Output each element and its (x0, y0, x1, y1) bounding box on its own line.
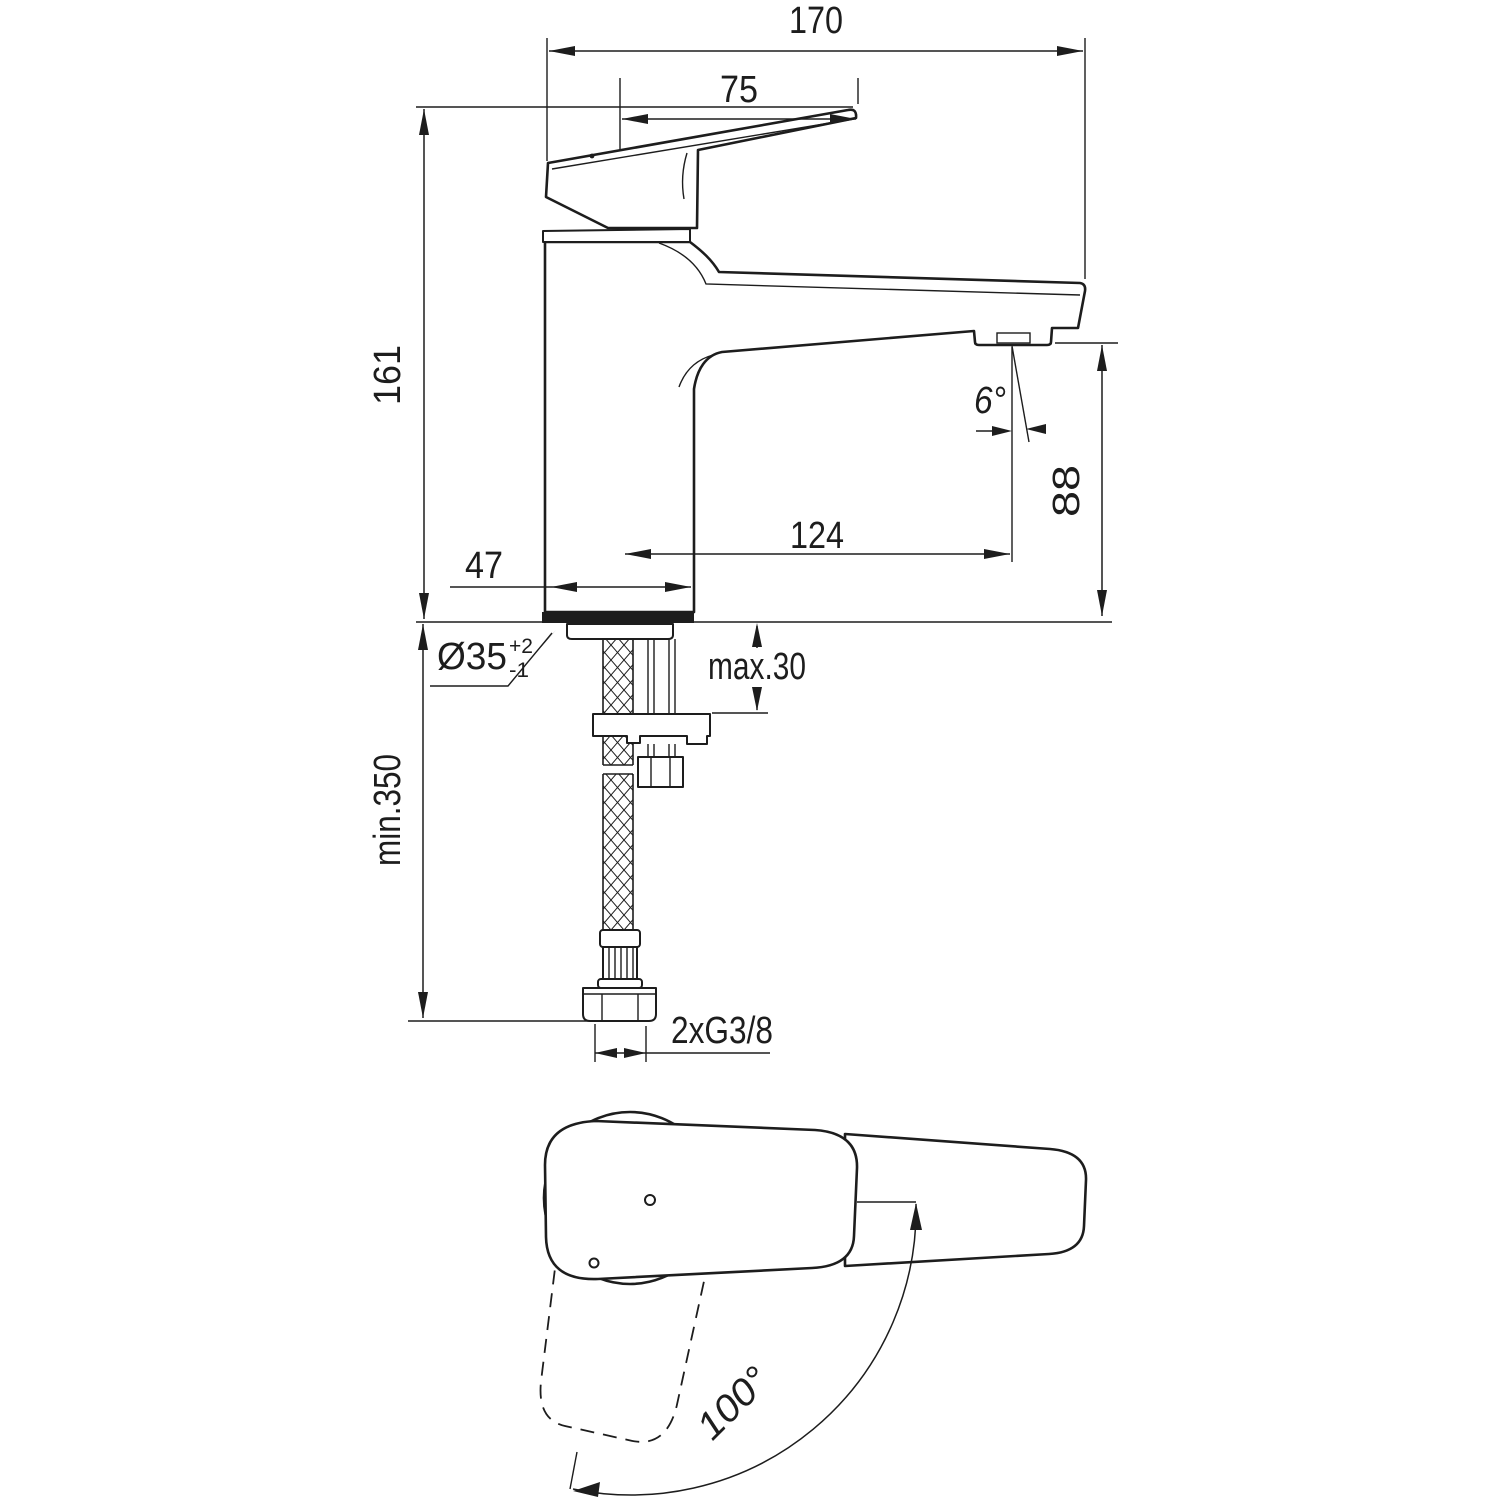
spout-bottom-contour-line (678, 354, 714, 388)
supply-hose-braided (602, 638, 634, 931)
dim-label-min-hose-clearance: min.350 (367, 754, 409, 866)
dim-label-hole-tol-upper: +2 (509, 635, 533, 658)
handle-neck-fillet (681, 152, 688, 200)
base-ring (542, 612, 694, 623)
handle-lever-top (843, 1132, 1088, 1268)
dim-min-hose-clearance: min.350 (367, 624, 428, 1018)
handle-base-top (543, 1119, 859, 1281)
dim-label-max-deck-thickness: max.30 (708, 646, 806, 688)
dim-supply-connection: 2xG3/8 (595, 1010, 773, 1058)
dim-label-hole-tol-lower: -1 (509, 659, 529, 682)
mounting-washer (592, 713, 711, 745)
dim-label-handle-length: 75 (720, 69, 758, 111)
shank-flange (566, 623, 674, 640)
dim-label-total-height: 161 (367, 345, 409, 405)
dim-label-mount-hole-diameter: Ø35 (437, 636, 507, 678)
handle-indicator-dot (589, 153, 595, 159)
dim-spout-reach: 124 (625, 515, 1010, 559)
dim-outlet-height: 88 (1046, 345, 1107, 616)
ext-lines-nut-width (594, 1024, 647, 1062)
dim-max-deck-thickness: max.30 (708, 623, 806, 711)
dim-label-spout-reach: 124 (790, 515, 844, 557)
dim-label-base-width: 47 (465, 545, 503, 587)
mounting-nut (637, 756, 684, 788)
dim-total-height: 161 (367, 109, 429, 619)
spout-top-contour-line (658, 242, 1081, 296)
top-view: 100° (539, 1110, 1088, 1497)
dim-handle-length: 75 (622, 69, 856, 124)
pivot-dot (644, 1194, 656, 1206)
handle-edge-line (551, 118, 855, 170)
handle-lever (544, 108, 858, 230)
hose-break (601, 764, 635, 775)
aerator-inner (996, 332, 1031, 344)
side-view: 170 75 161 min.350 124 (367, 0, 1118, 1062)
faucet-outline (542, 108, 1087, 1022)
dim-base-width: 47 (450, 545, 691, 592)
marker-dot (588, 1257, 600, 1269)
threaded-studs (647, 639, 676, 757)
hose-end-fitting (582, 929, 657, 1022)
connection-nut (582, 987, 657, 1022)
dim-label-outlet-height: 88 (1046, 465, 1088, 517)
dim-outlet-angle: 6° (974, 345, 1046, 443)
dim-mount-hole-diameter: Ø35 +2 -1 (430, 630, 556, 687)
dim-label-outlet-angle: 6° (974, 380, 1006, 422)
extension-lines (408, 38, 1118, 1062)
dim-overall-length: 170 (549, 0, 1083, 56)
cartridge-ring (542, 228, 691, 243)
dim-label-overall-length: 170 (789, 0, 843, 42)
dim-label-handle-swivel-angle: 100° (689, 1359, 778, 1448)
dim-label-supply-connection: 2xG3/8 (671, 1010, 773, 1052)
